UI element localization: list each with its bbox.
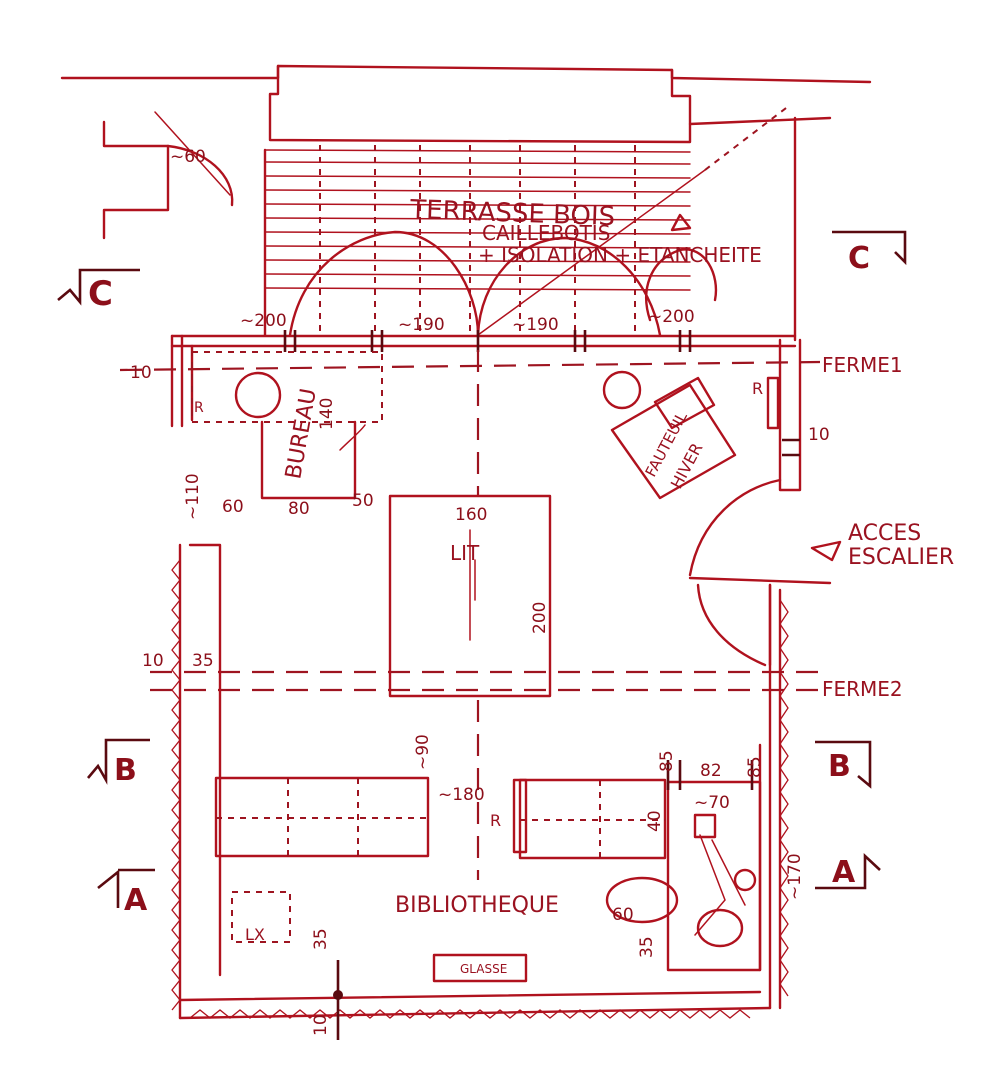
dim-35-left: 35	[192, 651, 214, 671]
terrace-slats	[263, 145, 691, 337]
dim-10-bottom: 10	[311, 1014, 331, 1036]
dim-140: 140	[317, 398, 337, 430]
dim-35-c: 35	[311, 928, 331, 950]
section-c-left: C	[88, 274, 113, 314]
r-label-1: R	[194, 400, 204, 416]
dim-190-a: ~190	[398, 315, 445, 335]
r-label-2: R	[752, 379, 763, 398]
bookshelf-left	[214, 776, 430, 858]
dim-40: 40	[645, 810, 665, 832]
glasse-label: GLASSE	[460, 962, 507, 976]
section-a-right: A	[832, 855, 856, 890]
terrace-outline	[60, 64, 872, 342]
truss-lines	[119, 350, 821, 880]
dim-60-b: 60	[612, 905, 634, 925]
dim-200-right: ~200	[648, 307, 695, 327]
dim-70: ~70	[694, 793, 730, 813]
lx-box	[231, 891, 291, 943]
dim-85-a: 85	[657, 750, 677, 772]
stair-access-door	[688, 478, 832, 667]
section-b-left: B	[114, 753, 137, 788]
top-left-door	[102, 111, 234, 240]
facade-wall	[170, 330, 797, 428]
dim-60-top: ~60	[170, 147, 206, 167]
terrace-door-arcs	[288, 104, 791, 337]
bathroom	[605, 760, 762, 972]
acces-label-1: ACCES	[848, 521, 921, 546]
fauteuil-armchair	[602, 370, 780, 500]
bureau-desk	[191, 351, 383, 500]
section-c-right: C	[848, 241, 870, 276]
bookshelf-right	[512, 778, 667, 860]
dim-10-b: 10	[142, 651, 164, 671]
dim-35-b: 35	[637, 936, 657, 958]
dim-90: ~90	[413, 734, 433, 770]
bibliotheque-label: BIBLIOTHEQUE	[395, 893, 559, 918]
r-label-3: R	[490, 811, 501, 830]
dim-160: 160	[455, 505, 487, 525]
dim-80: 80	[288, 499, 310, 519]
dim-82: 82	[700, 761, 722, 781]
dim-200-left: ~200	[240, 311, 287, 331]
lit-label: LIT	[450, 541, 480, 565]
dim-110: ~110	[183, 473, 203, 520]
terrace-label-1: TERRASSE BOIS	[409, 195, 616, 232]
lx-label: LX	[245, 925, 265, 944]
section-a-left: A	[124, 883, 148, 918]
dim-190-b: ~190	[512, 315, 559, 335]
bureau-label: BUREAU	[281, 387, 322, 481]
dim-10-left: 10	[130, 363, 152, 383]
section-b-right: B	[828, 749, 851, 784]
bed	[388, 494, 552, 698]
dim-60: 60	[222, 497, 244, 517]
truss-ferme2: FERME2	[822, 677, 903, 701]
dim-200-bed: 200	[530, 602, 550, 634]
terrace-label-3: + ISOLATION + ETANCHEITE	[478, 243, 762, 267]
section-markers	[57, 230, 907, 908]
dim-10-right: 10	[808, 425, 830, 445]
dim-170: ~170	[785, 853, 805, 900]
dim-50: 50	[352, 491, 374, 511]
glasse-box	[432, 953, 528, 983]
dim-180: ~180	[438, 785, 485, 805]
acces-label-2: ESCALIER	[848, 545, 954, 570]
bottom-dimension-line	[333, 960, 343, 1040]
dim-85-b: 85	[745, 756, 765, 778]
truss-ferme1: FERME1	[822, 353, 903, 377]
right-wall-upper	[778, 338, 802, 492]
terrace-label-2: CAILLEBOTIS	[482, 221, 610, 245]
